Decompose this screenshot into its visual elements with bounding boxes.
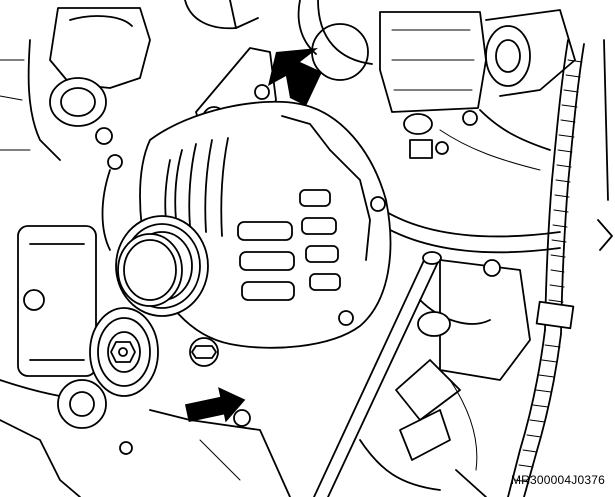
lower-callout-arrow: [184, 387, 246, 423]
idler-pulley: [89, 307, 159, 397]
figure-code: MR300004J0376: [510, 473, 605, 487]
alternator: [115, 47, 392, 367]
upper-callout-arrow: [268, 48, 322, 106]
